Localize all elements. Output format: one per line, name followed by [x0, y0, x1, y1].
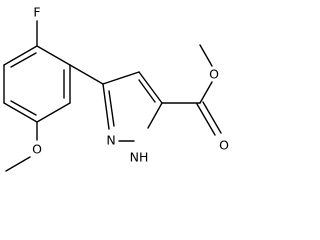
- bond-c1-c2: [36, 45, 71, 66]
- atom-label-ester-carbonyl-oxygen: O: [219, 138, 229, 153]
- bond-aryl-pyrazole: [69, 64, 104, 85]
- bond-c4-c5-pyrazole-inner: [138, 79, 156, 103]
- bond-c6-c1-inner: [10, 52, 37, 68]
- bond-c3-c4-pyrazole: [102, 71, 140, 85]
- bond-c4-c5-inner: [10, 100, 37, 116]
- atom-label-fluorine: F: [33, 5, 40, 20]
- bond-c4-c5-pyrazole: [138, 71, 163, 104]
- bond-c6-c1: [3, 45, 38, 66]
- bond-carbonyl-ether-o: [199, 81, 213, 104]
- benzene-ring: [3, 45, 71, 123]
- bond-ether-o-methyl: [199, 44, 213, 67]
- bond-n2-c3: [102, 83, 110, 130]
- atom-label-ester-ether-oxygen: O: [209, 67, 219, 82]
- bond-o-methyl: [5, 156, 31, 172]
- atom-label-pyrazole-n1h: NH: [130, 150, 149, 165]
- bond-carbonyl-o-double-b: [202, 101, 222, 134]
- bond-carbonyl-o-double-a: [196, 103, 216, 136]
- bond-c5-n1: [147, 102, 163, 129]
- molecule-structure: F O O O N NH: [3, 5, 229, 172]
- bond-n2-c3-inner: [108, 90, 115, 127]
- atom-label-pyrazole-n2: N: [106, 133, 115, 148]
- atom-label-methoxy-oxygen: O: [32, 142, 42, 157]
- pyrazole-ring: [102, 71, 163, 142]
- bond-c3-c4: [36, 102, 71, 123]
- bond-c4-c5: [3, 102, 38, 123]
